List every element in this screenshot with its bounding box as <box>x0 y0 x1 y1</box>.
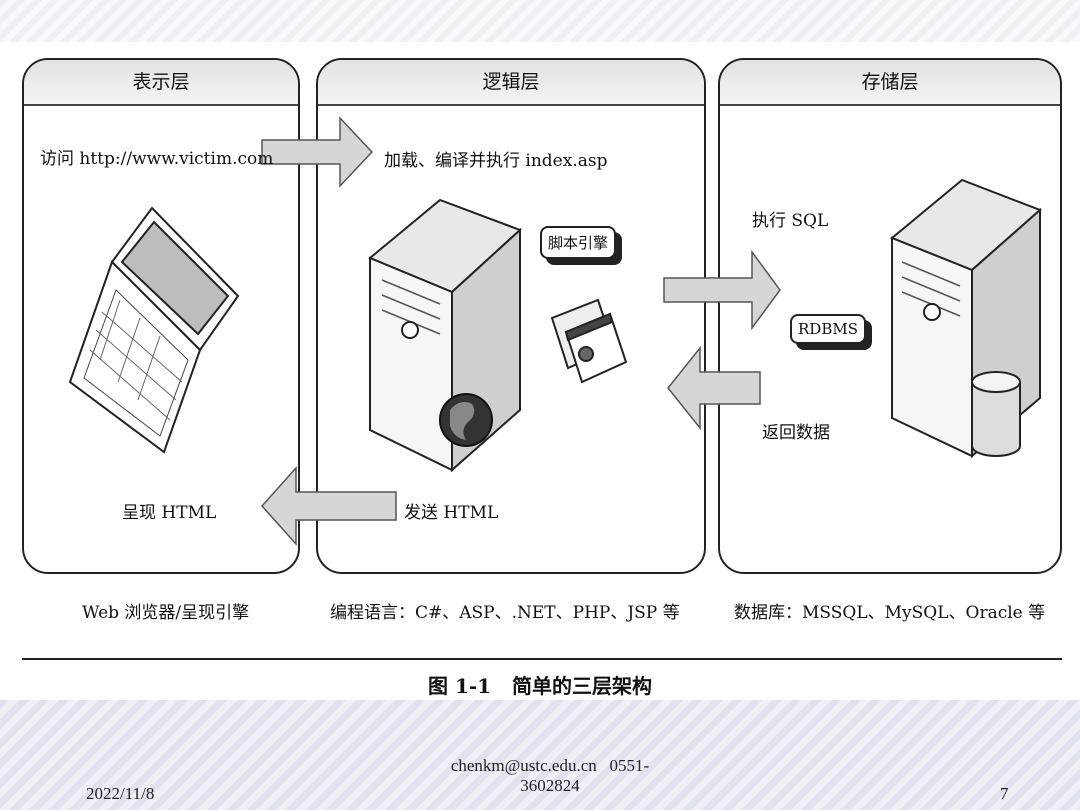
tier-title-logic: 逻辑层 <box>318 60 704 106</box>
sql-arrow <box>663 249 781 331</box>
rdbms-tag: RDBMS <box>790 314 866 344</box>
slide-date: 2022/11/8 <box>86 784 155 803</box>
tier-title-storage: 存储层 <box>720 60 1060 106</box>
globe-icon <box>439 393 493 447</box>
slide-page-number: 7 <box>1000 784 1009 803</box>
send-html-arrow <box>260 466 397 546</box>
send-html-label: 发送 HTML <box>404 503 499 523</box>
visit-label: 访问 http://www.victim.com <box>40 149 274 169</box>
render-html-label: 呈现 HTML <box>122 503 217 523</box>
script-cards-icon <box>550 298 628 384</box>
diagram-frame <box>22 52 1062 660</box>
request-arrow <box>261 116 374 188</box>
slide-email: chenkm@ustc.edu.cn 0551- <box>450 756 650 775</box>
load-label: 加载、编译并执行 index.asp <box>384 151 608 171</box>
bottom-decor-band <box>0 700 1080 810</box>
return-data-label: 返回数据 <box>762 423 830 443</box>
tier-title-presentation: 表示层 <box>24 60 298 106</box>
top-decor-band <box>0 0 1080 42</box>
footer-logic: 编程语言：C#、ASP、.NET、PHP、JSP 等 <box>330 603 680 623</box>
laptop-icon <box>68 206 240 454</box>
footer-presentation: Web 浏览器/呈现引擎 <box>82 603 250 623</box>
figure-caption: 图 1-1 简单的三层架构 <box>428 674 652 698</box>
panel-presentation: 表示层 <box>22 58 300 574</box>
exec-sql-label: 执行 SQL <box>752 211 829 231</box>
return-arrow <box>667 345 761 431</box>
database-cylinder-icon <box>971 371 1021 457</box>
footer-storage: 数据库：MSSQL、MySQL、Oracle 等 <box>734 603 1046 623</box>
script-engine-tag: 脚本引擎 <box>540 226 617 259</box>
slide-phone: 3602824 <box>520 776 580 795</box>
